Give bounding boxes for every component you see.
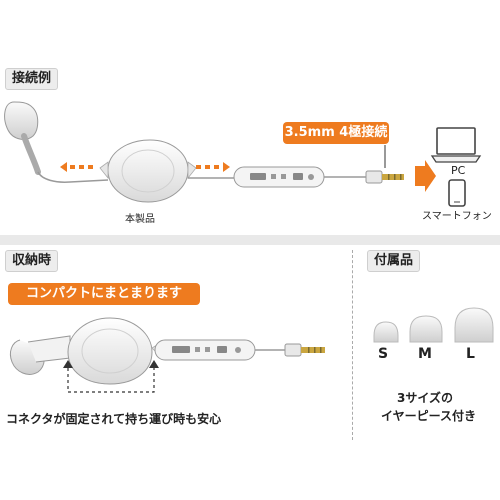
smartphone-label: スマートフォン [422,211,492,222]
eartip-medium-icon [409,315,443,343]
earbud-folded-icon [9,335,71,375]
spec-badge: 3.5mm 4極接続 [283,122,389,144]
product-label: 本製品 [125,214,155,225]
fixed-connector-bracket [67,368,155,393]
eartip-large-icon [454,307,494,343]
compact-banner: コンパクトにまとまります [8,283,200,305]
plug-stored-icon [284,343,325,357]
connection-panel [0,57,500,235]
remote-control-icon [233,166,325,188]
laptop-icon [430,127,482,163]
accessory-caption-line1: 3サイズの [397,391,453,405]
size-label-m: M [418,346,432,362]
pc-label: PC [451,164,466,177]
plug-icon [365,170,404,184]
accessory-caption-line2: イヤーピース付き [381,409,477,423]
bracket-arrow-left-icon [63,360,73,368]
smartphone-icon [448,179,466,207]
vertical-divider [352,250,353,440]
earbud-icon [4,101,41,175]
storage-caption: コネクタが固定されて持ち運び時も安心 [6,412,222,426]
size-label-l: L [466,346,475,362]
section-divider-band [0,235,500,245]
size-label-s: S [378,346,389,362]
eartip-small-icon [373,321,399,343]
connection-section-label: 接続例 [5,68,59,90]
bracket-arrow-right-icon [149,360,159,368]
arrow-to-device-icon [415,160,436,192]
reel-stored-icon [67,317,163,385]
storage-section-label: 収納時 [5,250,59,272]
arrow-right-icon [196,162,230,172]
arrow-left-icon [60,162,93,172]
cable-left [37,171,109,183]
accessory-section-label: 付属品 [367,250,421,272]
reel-product-icon [99,139,197,203]
remote-stored-icon [154,339,256,361]
